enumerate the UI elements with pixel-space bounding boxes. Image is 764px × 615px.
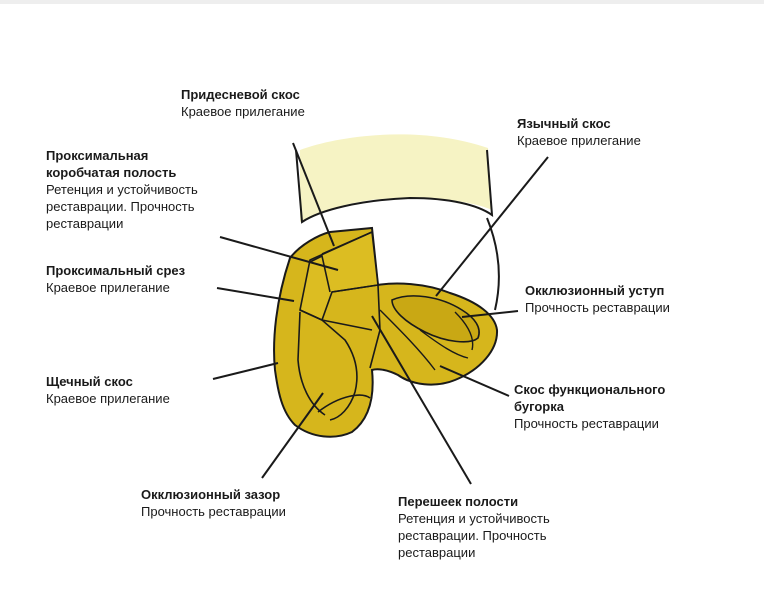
label-title: Перешеек полости xyxy=(398,494,519,509)
label-title-line2: бугорка xyxy=(514,399,564,414)
leader-lines xyxy=(212,142,549,485)
label-cavity-isthmus: Перешеек полости Ретенция и устойчивость… xyxy=(398,493,550,561)
facet-occlusal-groove xyxy=(321,284,381,369)
label-desc: Краевое прилегание xyxy=(517,133,641,148)
label-desc: Краевое прилегание xyxy=(181,104,305,119)
label-desc-line2: реставрации. Прочность xyxy=(398,528,547,543)
facet-cusp-lines xyxy=(379,309,474,371)
label-buccal-bevel: Щечный скос Краевое прилегание xyxy=(46,373,170,407)
label-proximal-box: Проксимальная коробчатая полость Ретенци… xyxy=(46,147,198,232)
top-edge-strip xyxy=(0,0,764,4)
leader-proximal-box xyxy=(219,236,339,271)
label-proximal-cut: Проксимальный срез Краевое прилегание xyxy=(46,262,185,296)
leader-functional-cusp xyxy=(439,365,510,397)
label-desc: Краевое прилегание xyxy=(46,280,170,295)
label-desc: Прочность реставрации xyxy=(141,504,286,519)
label-gingival-bevel: Придесневой скос Краевое прилегание xyxy=(181,86,305,120)
tooth-outline xyxy=(295,149,494,224)
label-desc-line1: Ретенция и устойчивость xyxy=(398,511,550,526)
label-functional-cusp-bevel: Скос функционального бугорка Прочность р… xyxy=(514,381,665,432)
label-title: Окклюзионный зазор xyxy=(141,487,281,502)
label-desc-line1: Ретенция и устойчивость xyxy=(46,182,198,197)
label-title-line2: коробчатая полость xyxy=(46,165,177,180)
tooth-crown-pale xyxy=(300,134,492,222)
label-desc: Краевое прилегание xyxy=(46,391,170,406)
label-lingual-bevel: Язычный скос Краевое прилегание xyxy=(517,115,641,149)
label-title-line1: Скос функционального xyxy=(514,382,666,397)
leader-gingival-bevel xyxy=(292,142,335,247)
leader-cavity-isthmus xyxy=(371,315,472,485)
facet-lingual-shoulder xyxy=(391,295,480,343)
facet-box-inner xyxy=(309,231,373,293)
label-desc: Прочность реставрации xyxy=(514,416,659,431)
label-title-line1: Проксимальная xyxy=(46,148,149,163)
label-title: Язычный скос xyxy=(517,116,611,131)
label-desc-line3: реставрации xyxy=(46,216,124,231)
leader-lingual-bevel xyxy=(435,156,549,297)
leader-buccal-bevel xyxy=(212,362,279,380)
label-desc-line3: реставрации xyxy=(398,545,476,560)
label-desc-line2: реставрации. Прочность xyxy=(46,199,195,214)
leader-occlusal-shoulder xyxy=(461,310,519,318)
label-title: Проксимальный срез xyxy=(46,263,186,278)
label-desc: Прочность реставрации xyxy=(525,300,670,315)
facet-occlusal-gap xyxy=(317,394,371,413)
leader-proximal-cut xyxy=(216,287,295,302)
label-title: Щечный скос xyxy=(46,374,133,389)
leader-occlusal-gap xyxy=(261,392,324,479)
label-occlusal-shoulder: Окклюзионный уступ Прочность реставрации xyxy=(525,282,670,316)
label-title: Придесневой скос xyxy=(181,87,300,102)
label-occlusal-gap: Окклюзионный зазор Прочность реставрации xyxy=(141,486,286,520)
facet-occlusal-buccal xyxy=(299,309,358,421)
label-title: Окклюзионный уступ xyxy=(525,283,665,298)
